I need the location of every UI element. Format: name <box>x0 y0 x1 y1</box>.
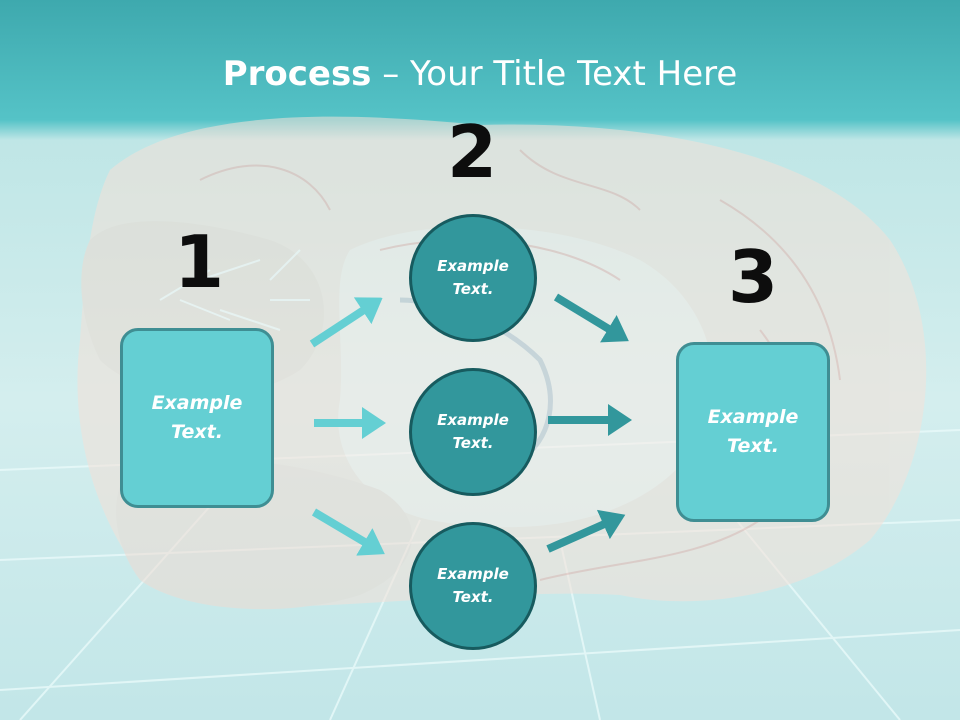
arrow-top-to-3 <box>553 293 629 343</box>
step-2-circle-top: Example Text. <box>409 214 537 342</box>
step-3-box: Example Text. <box>676 342 830 522</box>
arrow-bottom-to-3 <box>546 509 626 553</box>
circle-middle-text: Example Text. <box>437 411 509 452</box>
arrow-1-to-bottom <box>311 508 385 556</box>
step-2-circle-middle: Example Text. <box>409 368 537 496</box>
slide-title: Process – Your Title Text Here <box>0 52 960 96</box>
step-number-1: 1 <box>173 220 225 304</box>
circle-top-text: Example Text. <box>437 257 509 298</box>
arrow-1-to-top <box>309 297 383 348</box>
step-2-circle-bottom: Example Text. <box>409 522 537 650</box>
step-1-box: Example Text. <box>120 328 274 508</box>
step-number-2: 2 <box>446 110 498 194</box>
step-number-3: 3 <box>727 235 779 319</box>
title-rest: – Your Title Text Here <box>371 54 738 94</box>
circle-bottom-text: Example Text. <box>437 565 509 606</box>
step-1-text: Example Text. <box>151 392 243 443</box>
step-3-text: Example Text. <box>707 406 799 457</box>
title-bold: Process <box>222 54 372 94</box>
